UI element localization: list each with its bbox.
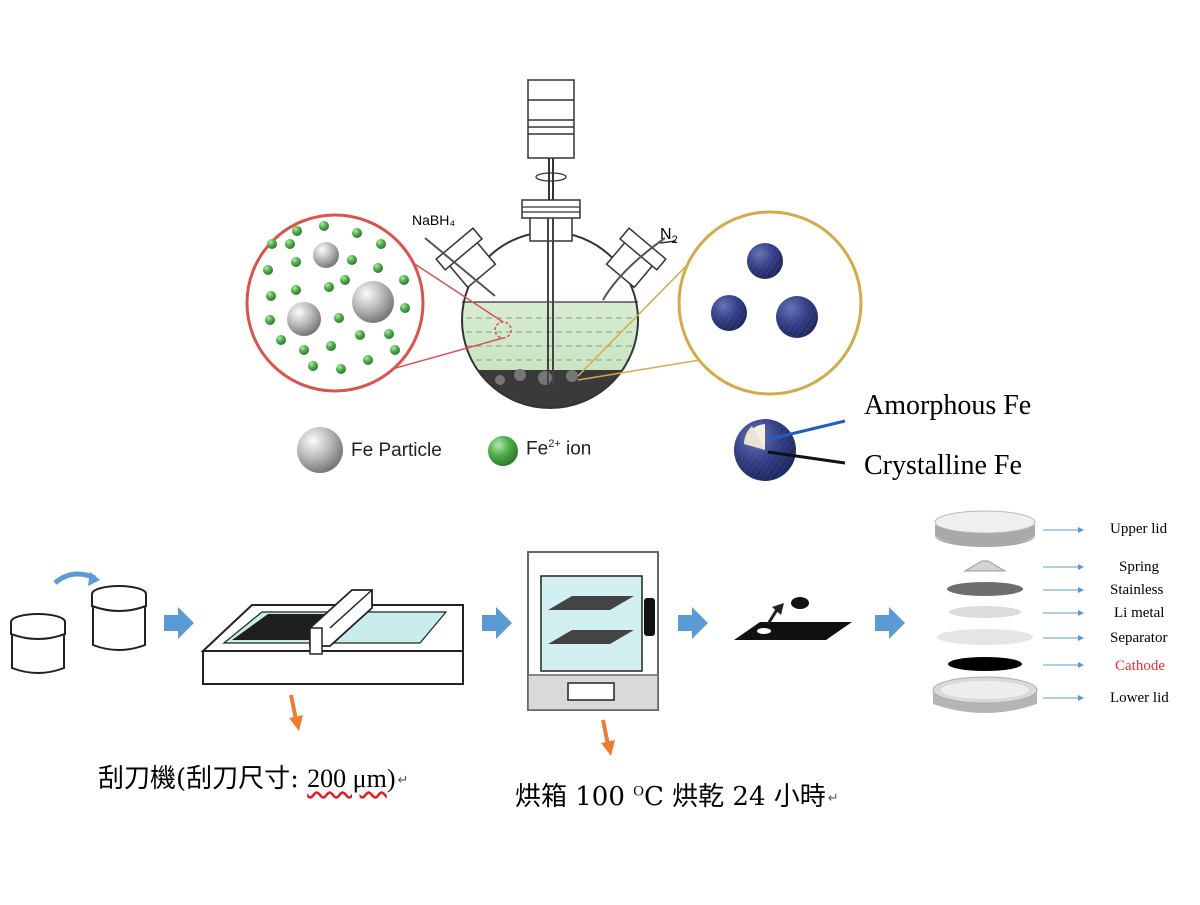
part-stainless: Stainless — [1110, 582, 1164, 598]
doctor-blade-machine — [200, 589, 464, 685]
oven-degree: O — [633, 783, 644, 800]
return-mark-1: ↵ — [397, 772, 409, 788]
doctor-blade-size: 200 μm — [307, 764, 387, 793]
arrow-1 — [164, 607, 194, 639]
doctor-blade-caption-text: 刮刀機(刮刀尺寸: — [98, 764, 308, 794]
caption-arrows — [289, 694, 615, 756]
doctor-blade-close: ) — [386, 764, 396, 793]
part-cathode: Cathode — [1115, 658, 1165, 674]
part-spring: Spring — [1119, 559, 1160, 575]
n2-label-main: N — [660, 226, 672, 243]
orange-arrow-1 — [289, 694, 298, 721]
oven-caption-prefix: 烘箱 100 — [515, 782, 634, 812]
legend-ion-prefix: Fe — [526, 438, 549, 460]
crystalline-fe-label: Crystalline Fe — [864, 450, 1022, 481]
amorphous-fe-label: Amorphous Fe — [864, 390, 1032, 421]
fe-ion-swatch — [488, 436, 518, 466]
orange-arrow-2 — [601, 719, 610, 746]
legend-ion-sup: 2+ — [548, 438, 561, 450]
part-separator: Separator — [1110, 630, 1168, 646]
legend-fe-ion-label: Fe2+ ion — [526, 438, 591, 460]
arrow-4 — [875, 607, 905, 639]
return-mark-2: ↵ — [827, 790, 839, 806]
oven-caption-suffix: C 烘乾 24 小時 — [644, 782, 826, 812]
process-arrows — [164, 607, 905, 639]
doctor-blade-caption: 刮刀機(刮刀尺寸: 200 μm)↵ — [98, 758, 408, 795]
part-upper-lid: Upper lid — [1110, 521, 1168, 537]
fe-particle-swatch — [297, 427, 343, 473]
oven-caption: 烘箱 100 OC 烘乾 24 小時↵ — [515, 776, 839, 813]
ion-magnified-view — [245, 213, 504, 393]
coin-cell-stack — [932, 510, 1038, 713]
stirrer-motor — [527, 79, 575, 205]
part-li-metal: Li metal — [1114, 605, 1165, 621]
legend-ion-suffix: ion — [560, 438, 592, 460]
legend-fe-particle-label: Fe Particle — [351, 440, 442, 461]
electrode-punching — [734, 597, 852, 640]
drying-oven — [527, 551, 659, 711]
core-shell-particle — [734, 419, 846, 481]
slurry-jars — [10, 571, 147, 674]
part-lower-lid: Lower lid — [1110, 690, 1169, 706]
particle-magnified-view — [577, 210, 863, 396]
n2-label-sub: 2 — [671, 234, 678, 247]
cell-leader-lines — [1043, 527, 1084, 701]
nabh4-label: NaBH₄ — [412, 212, 456, 228]
n2-label: N2 — [660, 226, 678, 246]
arrow-3 — [678, 607, 708, 639]
three-neck-flask — [424, 199, 677, 409]
arrow-2 — [482, 607, 512, 639]
